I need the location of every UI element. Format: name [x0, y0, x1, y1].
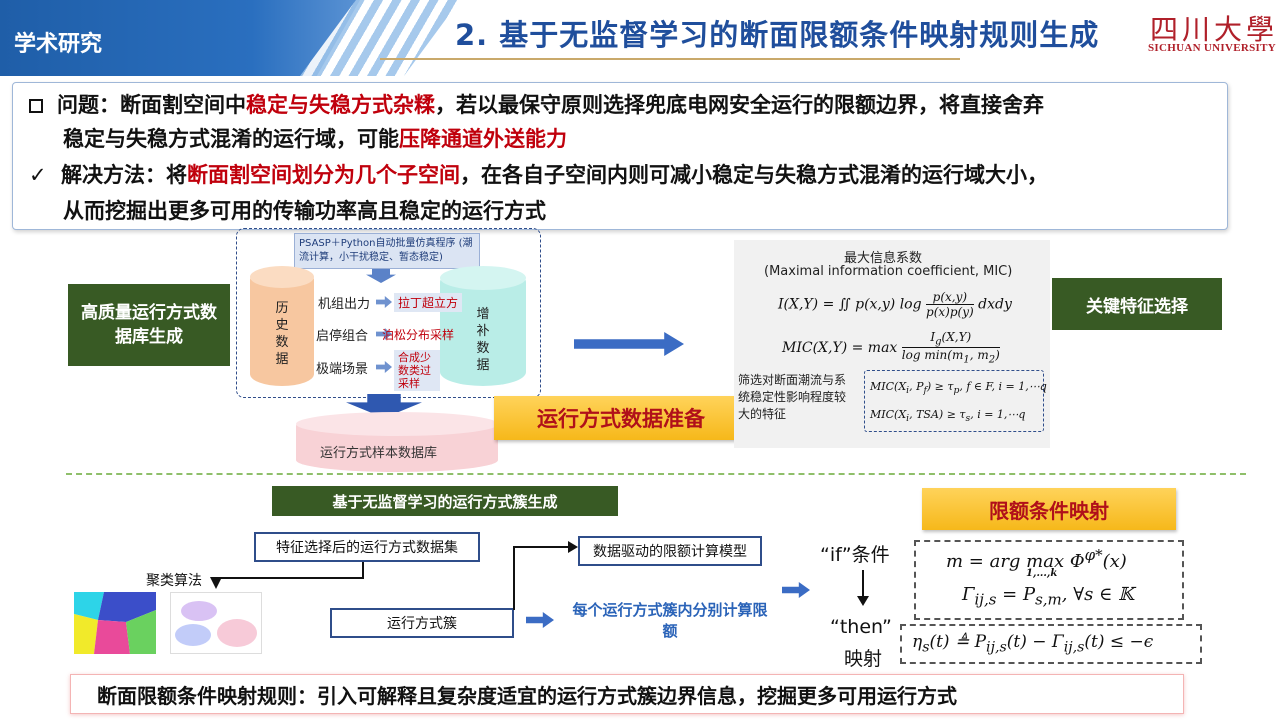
- solution-text-rest: ，在各自子空间内则可减小稳定与失稳方式混淆的运行域大小，: [460, 163, 1048, 187]
- connector: [216, 577, 364, 579]
- problem-line-2: 稳定与失稳方式混淆的运行域，可能压降通道外送能力: [63, 121, 567, 158]
- psasp-box: PSASP＋Python自动批量仿真程序 (潮流计算，小干扰稳定、暂态稳定): [294, 233, 480, 269]
- connector: [862, 570, 864, 598]
- eta-formula: ηs(t) ≜ Pij,s(t) − Γij,s(t) ≤ −ϵ: [912, 632, 1154, 656]
- problem-highlight-2: 压降通道外送能力: [399, 127, 567, 151]
- threshold-formula-1: MIC(Xi, Pf) ≥ τp, f ∈ F, i = 1,⋯q: [870, 380, 1047, 397]
- sample-db-label: 运行方式样本数据库: [320, 446, 438, 461]
- solution-line-2: 从而挖掘出更多可用的传输功率高且稳定的运行方式: [63, 199, 546, 223]
- gamma-formula: Γij,s = Ps,m, ∀s ∈ 𝕂: [962, 584, 1134, 609]
- right-arrow-icon: [782, 582, 810, 598]
- mic-subtitle: (Maximal information coefficient, MIC): [764, 264, 1013, 279]
- university-logo-text: 四川大學: [1150, 13, 1279, 46]
- cluster-voronoi-image: [74, 592, 156, 654]
- augment-cylinder-top: [440, 266, 526, 290]
- cluster-scatter-image: [170, 592, 262, 654]
- page-title: 2. 基于无监督学习的断面限额条件映射规则生成: [455, 18, 1100, 52]
- problem-highlight: 稳定与失稳方式杂糅: [246, 93, 435, 117]
- connector: [513, 546, 515, 610]
- mi-formula: I(X,Y) = ∬ p(x,y) log p(x,y)p(x)p(y) dxd…: [778, 290, 1012, 319]
- if-label: “if”条件: [820, 544, 890, 566]
- check-icon: ✓: [29, 163, 47, 187]
- connector: [513, 546, 573, 548]
- then-label: “then”: [830, 616, 892, 638]
- cluster-box: 运行方式簇: [330, 608, 514, 638]
- row-method-smote: 合成少数类过采样: [394, 350, 440, 391]
- data-prep-box: 运行方式数据准备: [494, 396, 748, 440]
- history-cylinder-top: [250, 266, 314, 288]
- feature-selection-box: 关键特征选择: [1052, 278, 1222, 330]
- argmax-subscript: 1,...,k: [1026, 568, 1058, 579]
- augment-label: 增 补 数 据: [476, 307, 490, 373]
- problem-text-2: 稳定与失稳方式混淆的运行域，可能: [63, 127, 399, 151]
- row-method-poisson: 泊松分布采样: [382, 328, 455, 342]
- then-label-2: 映射: [844, 648, 883, 670]
- right-arrow-icon: [526, 612, 554, 628]
- mic-formula: MIC(X,Y) = max Ig(X,Y)log min(m1, m2): [782, 330, 1000, 366]
- sample-db-top: [296, 412, 498, 436]
- row-method-lhs: 拉丁超立方: [394, 293, 463, 312]
- solution-highlight: 断面割空间划分为几个子空间: [187, 163, 460, 187]
- solution-line-1: ✓ 解决方法：将断面割空间划分为几个子空间，在各自子空间内则可减小稳定与失稳方式混…: [29, 157, 1048, 194]
- arrow-down-icon: [857, 596, 869, 606]
- cluster-gen-title: 基于无监督学习的运行方式簇生成: [272, 486, 618, 516]
- arrow-down-icon: [210, 577, 222, 589]
- mic-title: 最大信息系数: [844, 251, 923, 266]
- mic-note: 筛选对断面潮流与系统稳定性影响程度较大的特征: [738, 373, 847, 421]
- argmax-formula: m = arg max Φφ*(x): [946, 546, 1127, 572]
- cluster-algo-label: 聚类算法: [146, 573, 202, 589]
- history-label: 历 史 数 据: [275, 301, 289, 367]
- row-label-extreme: 极端场景: [316, 362, 369, 377]
- section-divider: [66, 473, 1246, 475]
- problem-text: 问题：断面割空间中: [57, 93, 246, 117]
- mic-threshold-box: [864, 370, 1044, 432]
- right-arrow-big-icon: [574, 332, 684, 356]
- connector: [362, 562, 364, 578]
- problem-line-1: 问题：断面割空间中稳定与失稳方式杂糅，若以最保守原则选择兜底电网安全运行的限额边…: [29, 87, 1044, 124]
- section-label: 学术研究: [14, 32, 103, 57]
- cluster-limit-text: 每个运行方式簇内分别计算限额: [572, 601, 768, 640]
- limit-mapping-box: 限额条件映射: [922, 488, 1176, 530]
- then-mapping-box: [900, 624, 1202, 664]
- row-label-unit-output: 机组出力: [318, 297, 371, 312]
- db-generation-box: 高质量运行方式数据库生成: [68, 284, 230, 366]
- header-band: [0, 0, 360, 76]
- square-bullet-icon: [29, 99, 43, 113]
- footer-rule: 断面限额条件映射规则：引入可解释且复杂度适宜的运行方式簇边界信息，挖掘更多可用运…: [70, 674, 1184, 714]
- university-logo-en: SICHUAN UNIVERSITY: [1148, 42, 1276, 54]
- problem-box: 问题：断面割空间中稳定与失稳方式杂糅，若以最保守原则选择兜底电网安全运行的限额边…: [12, 82, 1228, 230]
- solution-text: 解决方法：将: [61, 163, 187, 187]
- mic-panel: [734, 240, 1050, 448]
- problem-text-rest: ，若以最保守原则选择兜底电网安全运行的限额边界，将直接舍弃: [435, 93, 1044, 117]
- if-condition-box: [914, 540, 1184, 620]
- row-label-commitment: 启停组合: [316, 329, 369, 344]
- arrow-right-icon: [568, 541, 578, 553]
- feature-dataset-box: 特征选择后的运行方式数据集: [254, 532, 480, 562]
- title-rule: [380, 58, 960, 60]
- threshold-formula-2: MIC(Xi, TSA) ≥ τs, i = 1,⋯q: [870, 408, 1026, 425]
- limit-model-box: 数据驱动的限额计算模型: [578, 536, 762, 566]
